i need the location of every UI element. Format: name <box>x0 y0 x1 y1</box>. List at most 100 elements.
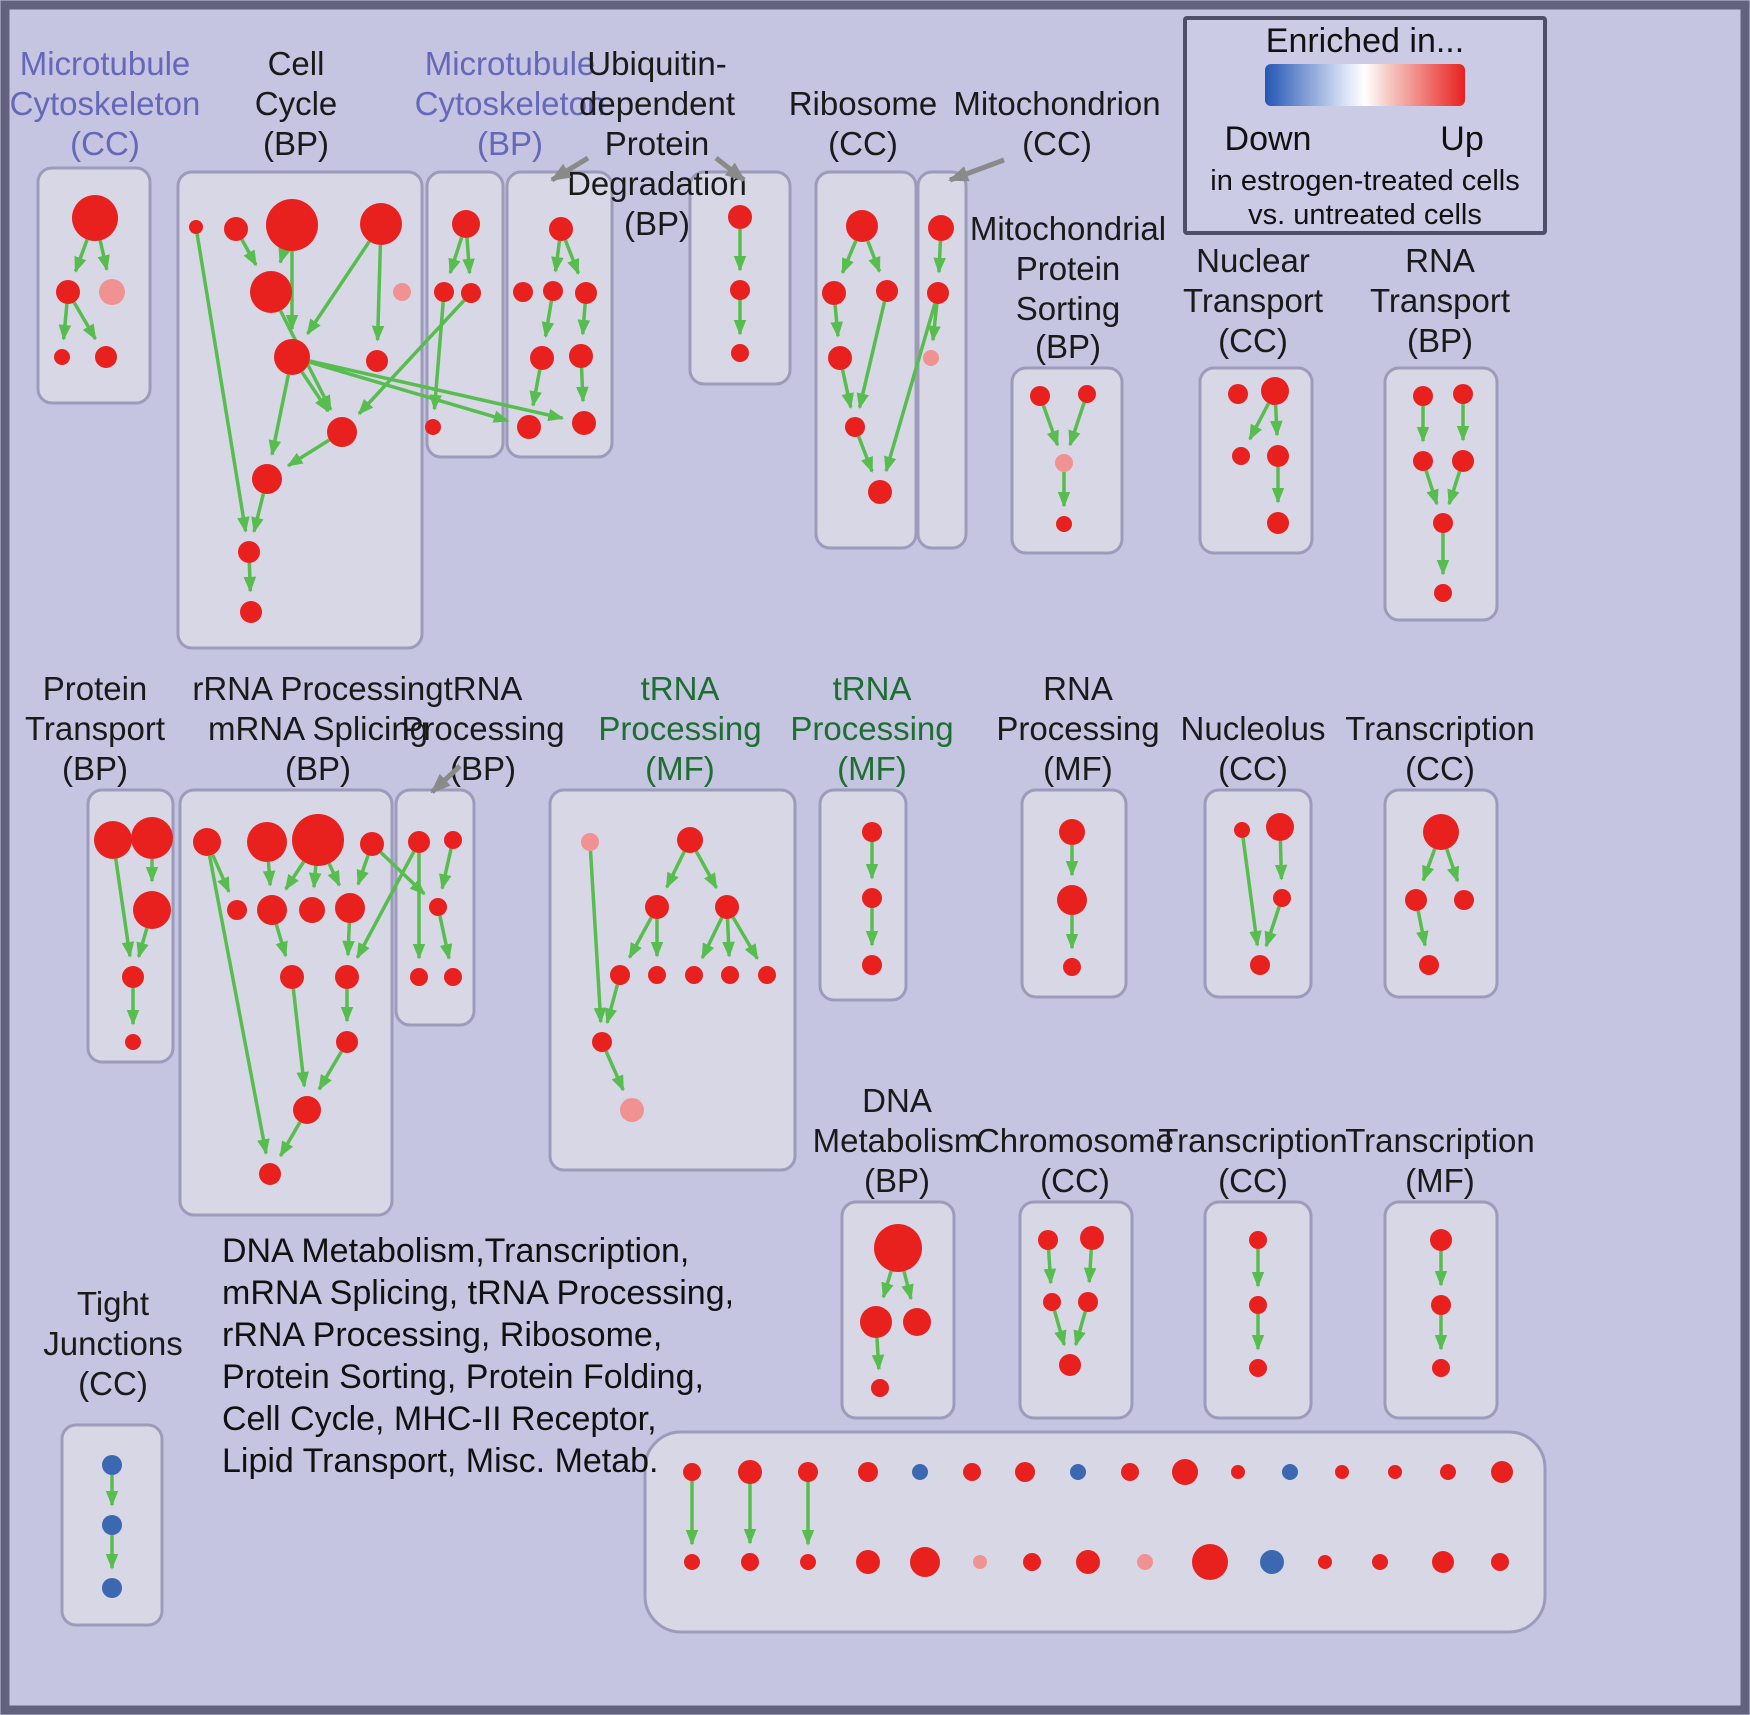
go-term-node <box>1043 1293 1061 1311</box>
go-term-node <box>684 1554 700 1570</box>
edge-arrow <box>840 369 854 409</box>
cluster-label-microtubule-bp: Microtubule <box>425 45 596 82</box>
edge-arrow <box>306 240 371 336</box>
go-term-node <box>1431 1295 1451 1315</box>
go-term-node <box>871 1379 889 1397</box>
edge-arrow <box>274 923 288 958</box>
cluster-label-rrna-mrna-processing: rRNA Processing <box>192 670 443 707</box>
go-term-node <box>928 215 954 241</box>
edge-arrow <box>278 247 291 264</box>
cluster-label-protein-transport: Protein <box>43 670 148 707</box>
go-term-node <box>133 891 171 929</box>
edge-arrow <box>462 237 475 275</box>
go-term-node <box>1137 1554 1153 1570</box>
cluster-label-cell-cycle: Cell <box>268 45 325 82</box>
go-term-node <box>1249 1296 1267 1314</box>
go-term-node <box>860 1306 892 1338</box>
go-term-node <box>1372 1554 1388 1570</box>
go-term-node <box>102 1515 122 1535</box>
edge-arrow <box>933 240 946 274</box>
cluster-label-trna-processing-bp: Processing <box>401 710 564 747</box>
go-term-node <box>102 1455 122 1475</box>
go-term-node <box>822 281 846 305</box>
cluster-label-trna-processing-bp: tRNA <box>444 670 523 707</box>
go-term-node <box>731 344 749 362</box>
edge-arrow <box>604 984 620 1025</box>
go-term-node <box>845 417 865 437</box>
edge-arrow <box>1416 910 1429 947</box>
go-term-node <box>549 217 573 241</box>
go-term-node <box>224 217 248 241</box>
cluster-label-rna-transport: RNA <box>1405 242 1475 279</box>
cluster-label-mito-protein-sorting: Protein <box>1016 250 1121 287</box>
cluster-label-rna-transport: Transport <box>1370 282 1510 319</box>
cluster-box-microtubule-bp <box>425 170 505 459</box>
edge-arrow <box>884 303 937 473</box>
cluster-label-tight-junctions: Tight <box>77 1285 149 1322</box>
go-term-node <box>335 965 359 989</box>
go-term-node <box>721 966 739 984</box>
edge-arrow <box>291 988 309 1088</box>
edge-arrow <box>58 303 72 341</box>
cluster-label-ubiquitin-degradation: Protein <box>605 125 710 162</box>
edge-arrow <box>114 858 135 958</box>
go-term-node <box>102 1578 122 1598</box>
go-term-node <box>513 282 533 302</box>
legend: Enriched in... Down Up in estrogen-treat… <box>1183 16 1547 235</box>
cluster-label-transcription-mf: (MF) <box>1405 1162 1475 1199</box>
go-term-node <box>429 898 447 916</box>
cluster-label-dna-metabolism: Metabolism <box>813 1122 982 1159</box>
footnote-line: Protein Sorting, Protein Folding, <box>222 1358 704 1396</box>
edge-arrow <box>1083 1249 1097 1284</box>
go-term-node <box>1413 386 1433 406</box>
go-term-node <box>1267 445 1289 467</box>
cluster-label-trna-processing-mf-2: tRNA <box>833 670 912 707</box>
cluster-label-rna-processing-mf: RNA <box>1043 670 1113 707</box>
go-term-node <box>798 1462 818 1482</box>
cluster-label-transcription-mf: Transcription <box>1345 1122 1535 1159</box>
go-term-node <box>715 895 739 919</box>
edge-arrow <box>1068 401 1086 447</box>
cluster-box-microtubule-cc <box>36 166 152 405</box>
edge-arrow <box>97 240 110 272</box>
edge-arrow <box>1447 470 1462 506</box>
go-term-node <box>903 1308 931 1336</box>
go-term-node <box>1055 454 1073 472</box>
go-term-node <box>1433 513 1453 533</box>
go-term-node <box>973 1555 987 1569</box>
go-term-node <box>862 955 882 975</box>
cluster-label-trna-processing-mf-2: Processing <box>790 710 953 747</box>
edges-layer <box>58 229 1470 1570</box>
go-term-node <box>876 280 898 302</box>
go-term-node <box>683 1463 701 1481</box>
edge-arrow <box>1421 848 1437 882</box>
edge-arrow <box>1274 840 1288 881</box>
go-term-node <box>1234 822 1250 838</box>
go-term-node <box>610 965 630 985</box>
go-term-node <box>846 210 878 242</box>
edge-arrow <box>551 240 564 273</box>
edge-arrow <box>1043 1249 1057 1285</box>
go-term-node <box>1063 958 1081 976</box>
legend-context-line-2: vs. untreated cells <box>1248 199 1482 231</box>
edge-arrow <box>439 848 453 890</box>
edge-arrow <box>529 369 542 407</box>
edge-arrow <box>901 1270 914 1301</box>
footnote-line: rRNA Processing, Ribosome, <box>222 1316 662 1354</box>
label-pointer-arrow <box>430 764 462 794</box>
go-term-node <box>434 282 454 302</box>
go-term-node <box>1273 889 1291 907</box>
go-term-node <box>1023 1553 1041 1571</box>
go-term-node <box>299 897 325 923</box>
go-term-node <box>685 966 703 984</box>
cluster-box-rna-transport <box>1383 366 1499 622</box>
label-pointer-arrow <box>948 157 1005 183</box>
edge-arrow <box>1241 837 1262 947</box>
go-term-node <box>1260 1550 1284 1574</box>
edge-arrow <box>300 371 330 413</box>
go-term-node <box>1452 450 1474 472</box>
cluster-label-tight-junctions: (CC) <box>78 1365 148 1402</box>
go-term-node <box>1434 584 1452 602</box>
